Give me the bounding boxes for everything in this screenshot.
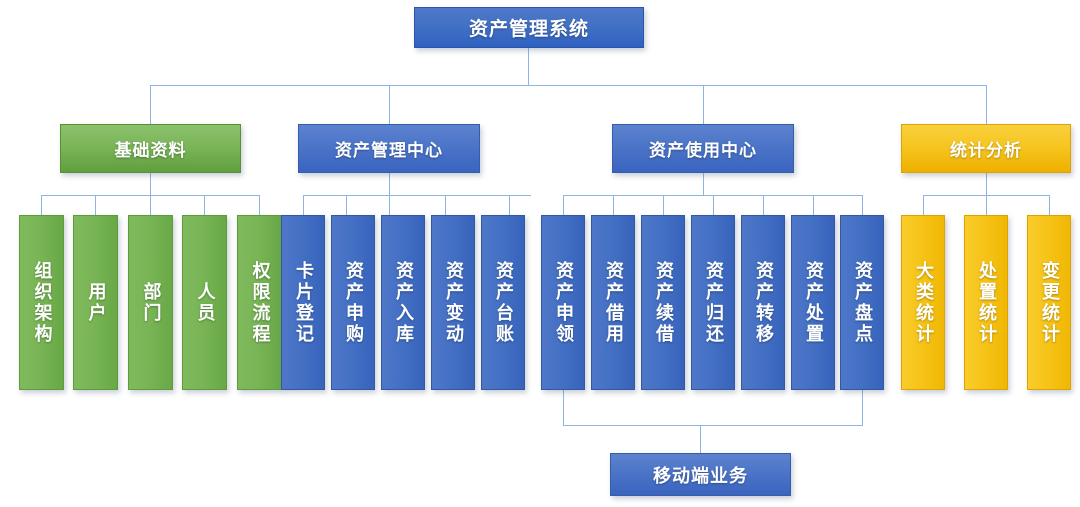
node-mobile-business-label: 移动端业务 — [653, 465, 748, 487]
connector-branch-3-leaf-drop-3 — [663, 195, 664, 215]
connector-drop-branch-4 — [986, 85, 987, 124]
connector-branch-3-bus — [563, 195, 862, 196]
node-leaf-asset-disposal[interactable]: 资产处置 — [791, 215, 835, 390]
connector-branch-2-leaf-drop-1 — [303, 195, 304, 215]
connector-branch-3-leaf-drop-7 — [862, 195, 863, 215]
node-leaf-asset-change-label: 资产变动 — [443, 260, 464, 345]
connector-branch-2-leaf-drop-5 — [509, 195, 510, 215]
node-leaf-asset-purchase-request[interactable]: 资产申购 — [331, 215, 375, 390]
node-branch-statistics-analysis[interactable]: 统计分析 — [901, 124, 1071, 173]
node-leaf-organization-structure[interactable]: 组织架构 — [19, 215, 64, 390]
connector-branch-2-bus — [303, 195, 531, 196]
node-leaf-asset-disposal-label: 资产处置 — [803, 260, 824, 345]
node-leaf-asset-ledger-label: 资产台账 — [493, 260, 514, 345]
connector-branch-2-leaf-drop-2 — [346, 195, 347, 215]
connector-branch-3-leaf-drop-2 — [613, 195, 614, 215]
node-branch-asset-management-center-label: 资产管理中心 — [335, 141, 443, 161]
node-mobile-business[interactable]: 移动端业务 — [610, 453, 791, 496]
node-leaf-asset-requisition-label: 资产申领 — [553, 260, 574, 345]
node-leaf-organization-structure-label: 组织架构 — [31, 260, 53, 345]
node-leaf-disposal-statistics-label: 处置统计 — [976, 260, 997, 345]
connector-branch-2-leaf-drop-3 — [389, 195, 390, 215]
node-leaf-asset-return[interactable]: 资产归还 — [691, 215, 735, 390]
connector-branch-1-leaf-drop-1 — [41, 195, 42, 215]
connector-drop-branch-1 — [150, 85, 151, 124]
connector-branch-2-stem — [389, 173, 390, 195]
node-branch-asset-management-center[interactable]: 资产管理中心 — [298, 124, 480, 173]
connector-branch-1-leaf-drop-2 — [95, 195, 96, 215]
node-leaf-disposal-statistics[interactable]: 处置统计 — [964, 215, 1008, 390]
node-leaf-permission-workflow-label: 权限流程 — [249, 260, 271, 345]
node-leaf-change-statistics-label: 变更统计 — [1039, 260, 1060, 345]
node-leaf-asset-inbound[interactable]: 资产入库 — [381, 215, 425, 390]
connector-branch-4-leaf-drop-3 — [1049, 195, 1050, 215]
connector-branch-3-leaf-drop-4 — [713, 195, 714, 215]
connector-branch-3-leaf-drop-1 — [563, 195, 564, 215]
connector-bottom-bus — [563, 425, 863, 426]
node-leaf-asset-inventory-check-label: 资产盘点 — [852, 260, 873, 345]
node-leaf-asset-transfer[interactable]: 资产转移 — [741, 215, 785, 390]
connector-branch-1-leaf-drop-4 — [204, 195, 205, 215]
connector-branch-3-stem — [703, 173, 704, 195]
node-leaf-user-label: 用户 — [85, 281, 107, 324]
node-leaf-asset-renew-borrow-label: 资产续借 — [653, 260, 674, 345]
node-leaf-user[interactable]: 用户 — [73, 215, 118, 390]
node-branch-asset-usage-center-label: 资产使用中心 — [649, 141, 757, 161]
node-root-asset-management-system[interactable]: 资产管理系统 — [414, 7, 644, 48]
node-branch-asset-usage-center[interactable]: 资产使用中心 — [612, 124, 794, 173]
connector-main-bus — [150, 85, 986, 86]
node-leaf-personnel[interactable]: 人员 — [182, 215, 227, 390]
node-leaf-asset-return-label: 资产归还 — [703, 260, 724, 345]
connector-drop-branch-2 — [389, 85, 390, 124]
node-leaf-category-statistics-label: 大类统计 — [913, 260, 934, 345]
node-leaf-permission-workflow[interactable]: 权限流程 — [237, 215, 282, 390]
connector-drop-branch-3 — [703, 85, 704, 124]
node-leaf-category-statistics[interactable]: 大类统计 — [901, 215, 945, 390]
connector-branch-1-leaf-drop-3 — [150, 195, 151, 215]
node-leaf-asset-borrow[interactable]: 资产借用 — [591, 215, 635, 390]
node-leaf-asset-renew-borrow[interactable]: 资产续借 — [641, 215, 685, 390]
node-leaf-department-label: 部门 — [140, 281, 162, 324]
node-leaf-card-registration-label: 卡片登记 — [293, 260, 314, 345]
connector-branch-3-leaf-drop-5 — [763, 195, 764, 215]
node-leaf-asset-requisition[interactable]: 资产申领 — [541, 215, 585, 390]
connector-branch-1-leaf-drop-5 — [259, 195, 260, 215]
node-leaf-asset-inventory-check[interactable]: 资产盘点 — [840, 215, 884, 390]
connector-bottom-stem — [700, 425, 701, 453]
node-leaf-personnel-label: 人员 — [194, 281, 216, 324]
connector-bottom-riser-right — [862, 390, 863, 425]
node-leaf-asset-borrow-label: 资产借用 — [603, 260, 624, 345]
node-branch-basic-data[interactable]: 基础资料 — [60, 124, 241, 173]
connector-branch-1-stem — [150, 173, 151, 195]
node-leaf-change-statistics[interactable]: 变更统计 — [1027, 215, 1071, 390]
node-leaf-card-registration[interactable]: 卡片登记 — [281, 215, 325, 390]
connector-bottom-riser-left — [563, 390, 564, 425]
node-leaf-department[interactable]: 部门 — [128, 215, 173, 390]
node-leaf-asset-ledger[interactable]: 资产台账 — [481, 215, 525, 390]
node-branch-statistics-analysis-label: 统计分析 — [950, 141, 1022, 161]
node-leaf-asset-purchase-request-label: 资产申购 — [343, 260, 364, 345]
node-leaf-asset-transfer-label: 资产转移 — [753, 260, 774, 345]
connector-branch-4-stem — [986, 173, 987, 195]
node-leaf-asset-inbound-label: 资产入库 — [393, 260, 414, 345]
connector-branch-4-leaf-drop-1 — [923, 195, 924, 215]
connector-branch-4-leaf-drop-2 — [986, 195, 987, 215]
node-branch-basic-data-label: 基础资料 — [114, 141, 187, 161]
connector-root-stem — [528, 47, 529, 85]
node-leaf-asset-change[interactable]: 资产变动 — [431, 215, 475, 390]
connector-branch-3-leaf-drop-6 — [813, 195, 814, 215]
node-root-label: 资产管理系统 — [468, 18, 589, 40]
connector-branch-2-leaf-drop-4 — [445, 195, 446, 215]
